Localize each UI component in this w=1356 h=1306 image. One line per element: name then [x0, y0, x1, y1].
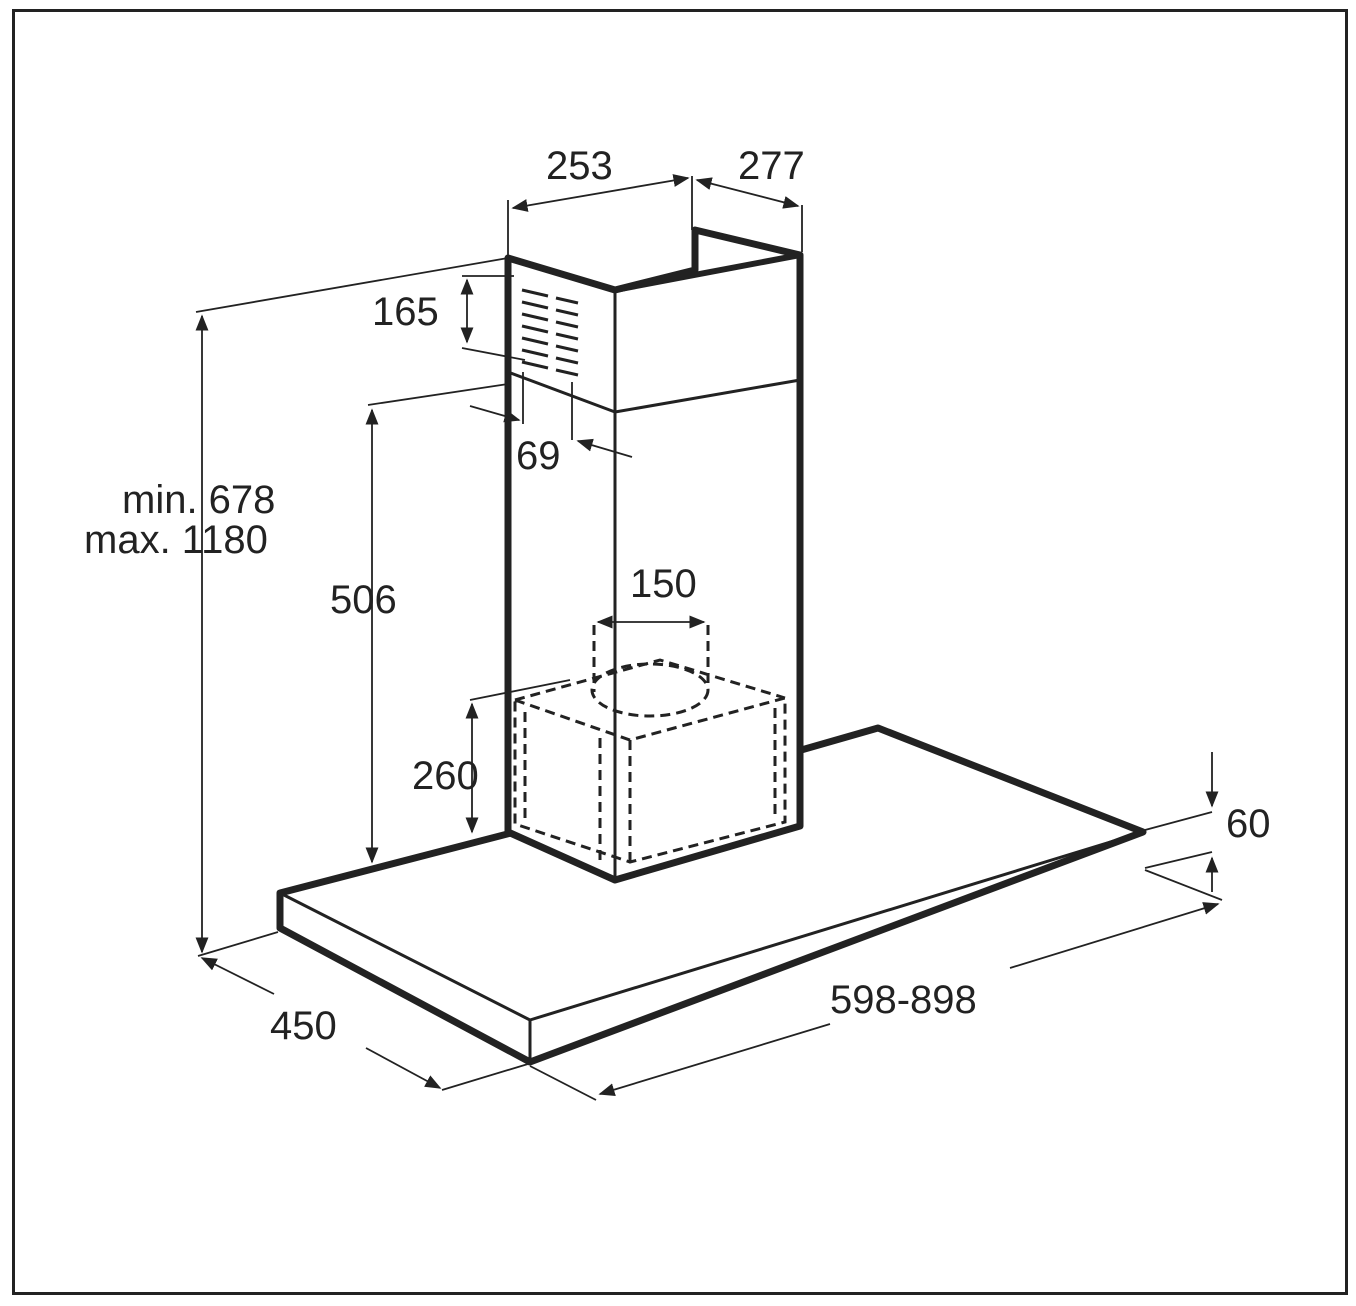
- dim-vent-offset: 69: [516, 434, 561, 478]
- dim-canopy-thickness: 60: [1226, 802, 1271, 846]
- diagram-frame: [12, 9, 1348, 1295]
- dim-duct-diameter: 150: [630, 562, 697, 606]
- dim-height-max: max. 1180: [84, 518, 268, 562]
- dim-canopy-width: 598-898: [830, 978, 977, 1022]
- dim-motor-clearance: 506: [330, 578, 397, 622]
- dim-height-min: min. 678: [122, 478, 276, 522]
- dim-vent-height: 165: [372, 290, 439, 334]
- vent-slots-icon: [521, 288, 579, 377]
- motor-box: [513, 625, 787, 864]
- dim-canopy-depth: 450: [270, 1004, 337, 1048]
- dim-chimney-width: 253: [546, 144, 613, 188]
- dim-motor-height: 260: [412, 754, 479, 798]
- dim-chimney-depth: 277: [738, 144, 805, 188]
- dimension-lines: [195, 174, 1223, 1101]
- chimney: [504, 226, 804, 884]
